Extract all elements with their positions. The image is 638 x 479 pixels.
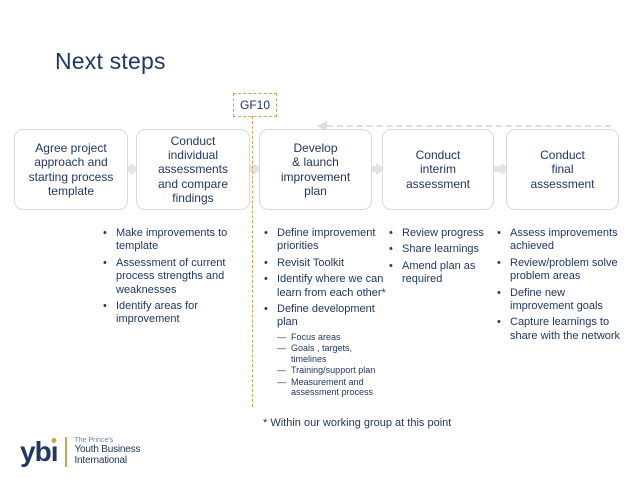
bullet-list-assessments: Make improvements to template Assessment… — [103, 227, 247, 330]
feedback-dashed-arrow — [327, 125, 611, 127]
list-item: Revisit Toolkit — [264, 257, 389, 270]
list-item: Capture learnings to share with the netw… — [497, 316, 627, 343]
process-step-box-1: Agree project approach and starting proc… — [14, 129, 128, 210]
bullet-list-final: Assess improvements achieved Review/prob… — [497, 227, 627, 346]
list-item: Assessment of current process strengths … — [103, 257, 247, 297]
feedback-arrowhead-icon — [317, 121, 327, 131]
list-item: Define new improvement goals — [497, 287, 627, 314]
process-step-box-3: Develop & launch improvement plan — [259, 129, 372, 210]
bullet-list-improvement-plan: Define improvement priorities Revisit To… — [264, 227, 389, 401]
process-step-box-5: Conduct final assessment — [506, 129, 619, 210]
process-step-box-4: Conduct interim assessment — [382, 129, 494, 210]
ybi-wordmark: ybı — [20, 436, 59, 467]
list-item: Make improvements to template — [103, 227, 247, 254]
gf10-dashed-line — [252, 116, 253, 407]
gf10-tag: GF10 — [233, 93, 277, 117]
process-step-box-2: Conduct individual assessments and compa… — [136, 129, 250, 210]
list-item: Share learnings — [389, 243, 505, 256]
sub-list-item: Training/support plan — [277, 365, 389, 375]
list-item: Identify areas for improvement — [103, 300, 247, 327]
logo-divider — [65, 437, 68, 467]
sub-bullet-list: Focus areas Goals , targets, timelines T… — [277, 332, 389, 398]
logo-tagline-3: International — [74, 455, 127, 466]
ybi-logo: ybı The Prince's Youth Business Internat… — [20, 437, 140, 467]
list-item: Amend plan as required — [389, 260, 505, 287]
list-item: Define improvement priorities — [264, 227, 389, 254]
logo-taglines: The Prince's Youth Business Internationa… — [74, 437, 140, 467]
footnote: * Within our working group at this point — [263, 417, 452, 429]
list-item: Review progress — [389, 227, 505, 240]
list-item: Identify where we can learn from each ot… — [264, 273, 389, 300]
logo-tagline-1: The Prince's — [74, 437, 114, 445]
logo-tagline-2: Youth Business — [74, 444, 141, 456]
sub-list-item: Goals , targets, timelines — [277, 343, 389, 364]
slide-title: Next steps — [55, 48, 166, 74]
sub-list-item: Focus areas — [277, 332, 389, 342]
ybi-i-gold-dot: ı — [50, 436, 59, 467]
list-item: Review/problem solve problem areas — [497, 257, 627, 284]
sub-list-item: Measurement and assessment process — [277, 377, 389, 398]
list-item: Assess improvements achieved — [497, 227, 627, 254]
bullet-list-interim: Review progress Share learnings Amend pl… — [389, 227, 505, 290]
list-item: Define development plan Focus areas Goal… — [264, 303, 389, 398]
